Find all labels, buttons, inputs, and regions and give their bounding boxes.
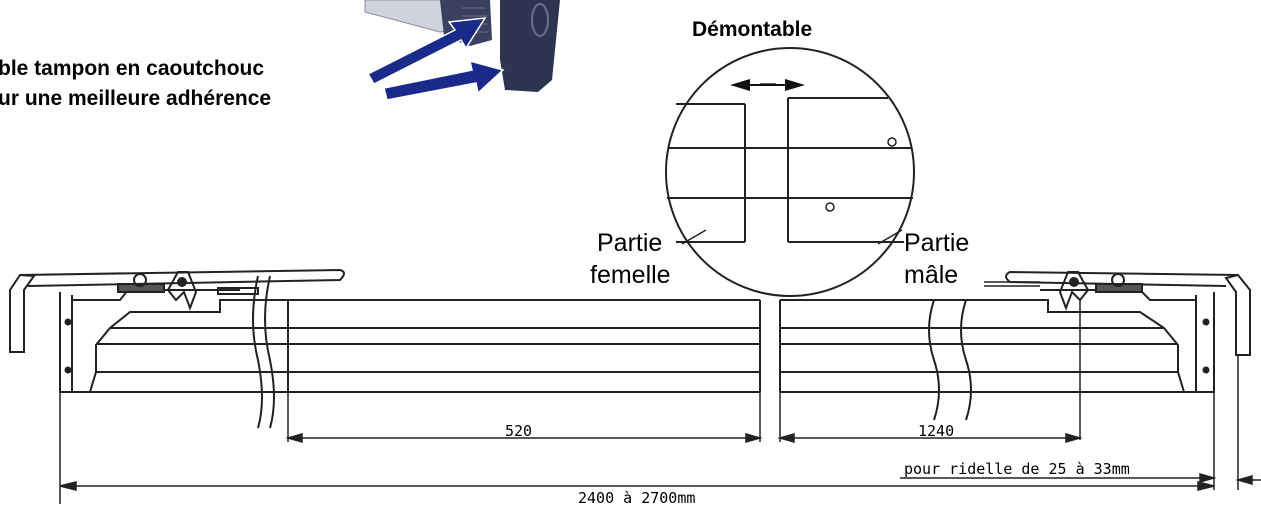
dimension-1240: 1240 — [918, 422, 955, 440]
detail-arrow-left — [730, 79, 750, 91]
arrow-upper — [366, 17, 487, 85]
detail-hole-upper — [887, 137, 897, 147]
detail-circle — [665, 47, 915, 297]
detail-circle-outline — [665, 47, 915, 297]
male-leader-a — [877, 229, 903, 245]
bumper-photo-logo — [531, 3, 549, 37]
detail-arrow-right — [785, 79, 805, 91]
bumper-caption-line1: ble tampon en caoutchouc — [0, 57, 265, 80]
detachable-title: Démontable — [692, 18, 813, 41]
male-label-line1: Partie — [904, 229, 970, 257]
arrow-lower — [383, 59, 505, 101]
right-bracket — [779, 270, 1251, 440]
left-bracket — [9, 268, 761, 429]
dimension-lines — [59, 355, 1261, 504]
female-label-line2: femelle — [590, 261, 671, 289]
female-leader — [681, 229, 707, 245]
male-label-line2: mâle — [904, 261, 959, 289]
dimension-520: 520 — [505, 422, 533, 440]
dimension-ridelle: pour ridelle de 25 à 33mm — [904, 460, 1130, 478]
female-label-line1: Partie — [597, 229, 663, 257]
dimension-total: 2400 à 2700mm — [578, 489, 696, 507]
bumper-photo-rubber-right — [500, 0, 560, 92]
bumper-caption-line2: ur une meilleure adhérence — [0, 87, 272, 110]
detail-hole-lower — [825, 202, 835, 212]
bumper-arrows — [366, 17, 505, 101]
